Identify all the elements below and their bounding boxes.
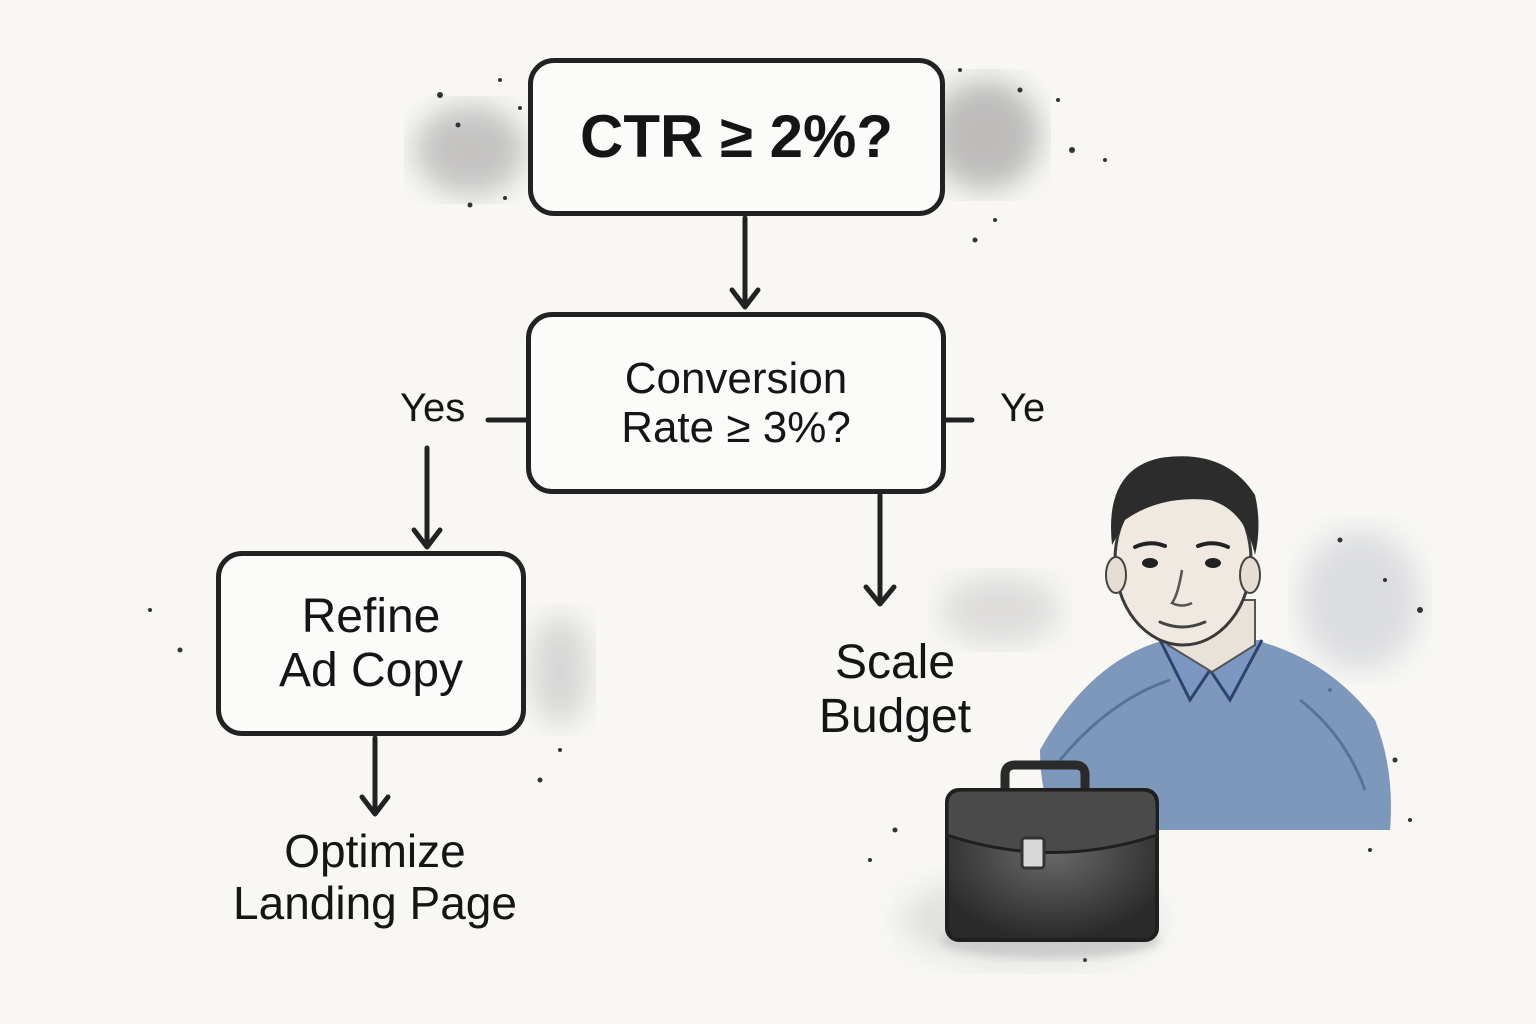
conversion-decision-line2: Rate ≥ 3%? (621, 403, 851, 452)
optimize-landing-page-label: Optimize Landing Page (190, 825, 560, 929)
conversion-decision-box: Conversion Rate ≥ 3%? (526, 312, 946, 494)
briefcase-handle (1000, 760, 1090, 800)
scale-budget-line1: Scale (834, 636, 956, 689)
refine-ad-copy-line2: Ad Copy (278, 643, 464, 697)
shirt (1040, 640, 1391, 830)
edge-label-yes-left: Yes (400, 386, 466, 430)
ctr-decision-box: CTR ≥ 2%? (528, 58, 945, 216)
edge-label-ye-right: Ye (1000, 386, 1046, 430)
optimize-line1: Optimize (284, 825, 466, 877)
refine-ad-copy-line1: Refine (301, 589, 441, 643)
scale-budget-label: Scale Budget (790, 636, 1000, 744)
hair (1111, 456, 1259, 555)
arrowhead-ctr-to-conversion (729, 287, 761, 310)
briefcase-flap (945, 788, 1159, 854)
conversion-decision-line1: Conversion (624, 353, 848, 403)
arrowhead-yes-to-refine (411, 527, 443, 550)
scale-budget-line2: Budget (818, 689, 972, 743)
arrowhead-conversion-to-scale (863, 584, 897, 607)
businessman-illustration (1040, 456, 1391, 830)
ctr-decision-label: CTR ≥ 2%? (580, 103, 893, 171)
arrowhead-refine-to-optimize (359, 794, 391, 817)
briefcase-illustration (940, 760, 1160, 958)
optimize-line2: Landing Page (233, 876, 517, 929)
refine-ad-copy-box: Refine Ad Copy (216, 551, 526, 736)
briefcase-clasp (1020, 836, 1046, 870)
connectors (359, 215, 975, 817)
